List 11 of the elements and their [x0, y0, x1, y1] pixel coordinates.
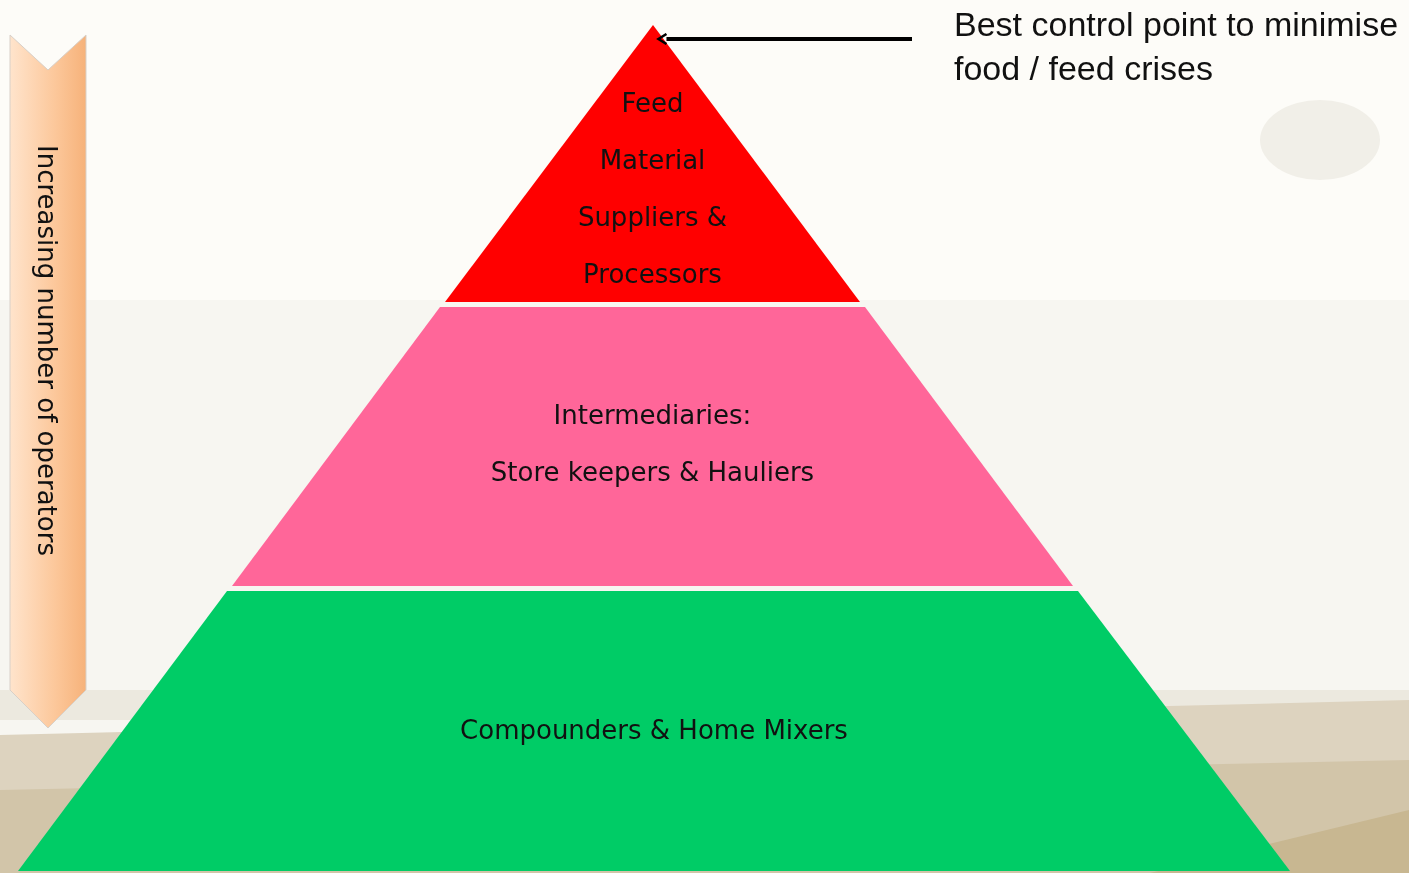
tier-label: Intermediaries:	[553, 399, 752, 432]
pyramid-tier	[445, 25, 860, 302]
tier-label: Store keepers & Hauliers	[490, 456, 815, 489]
tier-label: Feed Material Suppliers & Processors	[577, 87, 728, 291]
band-label: Increasing number of operators	[32, 145, 62, 556]
pyramid-tier	[18, 591, 1290, 871]
chevron-band	[10, 35, 86, 728]
arrow	[657, 32, 912, 46]
annotation-text: Best control point to minimise food / feed crises	[954, 4, 1400, 89]
pyramid-tier	[232, 307, 1073, 586]
tier-label: Compounders & Home Mixers	[460, 714, 848, 747]
